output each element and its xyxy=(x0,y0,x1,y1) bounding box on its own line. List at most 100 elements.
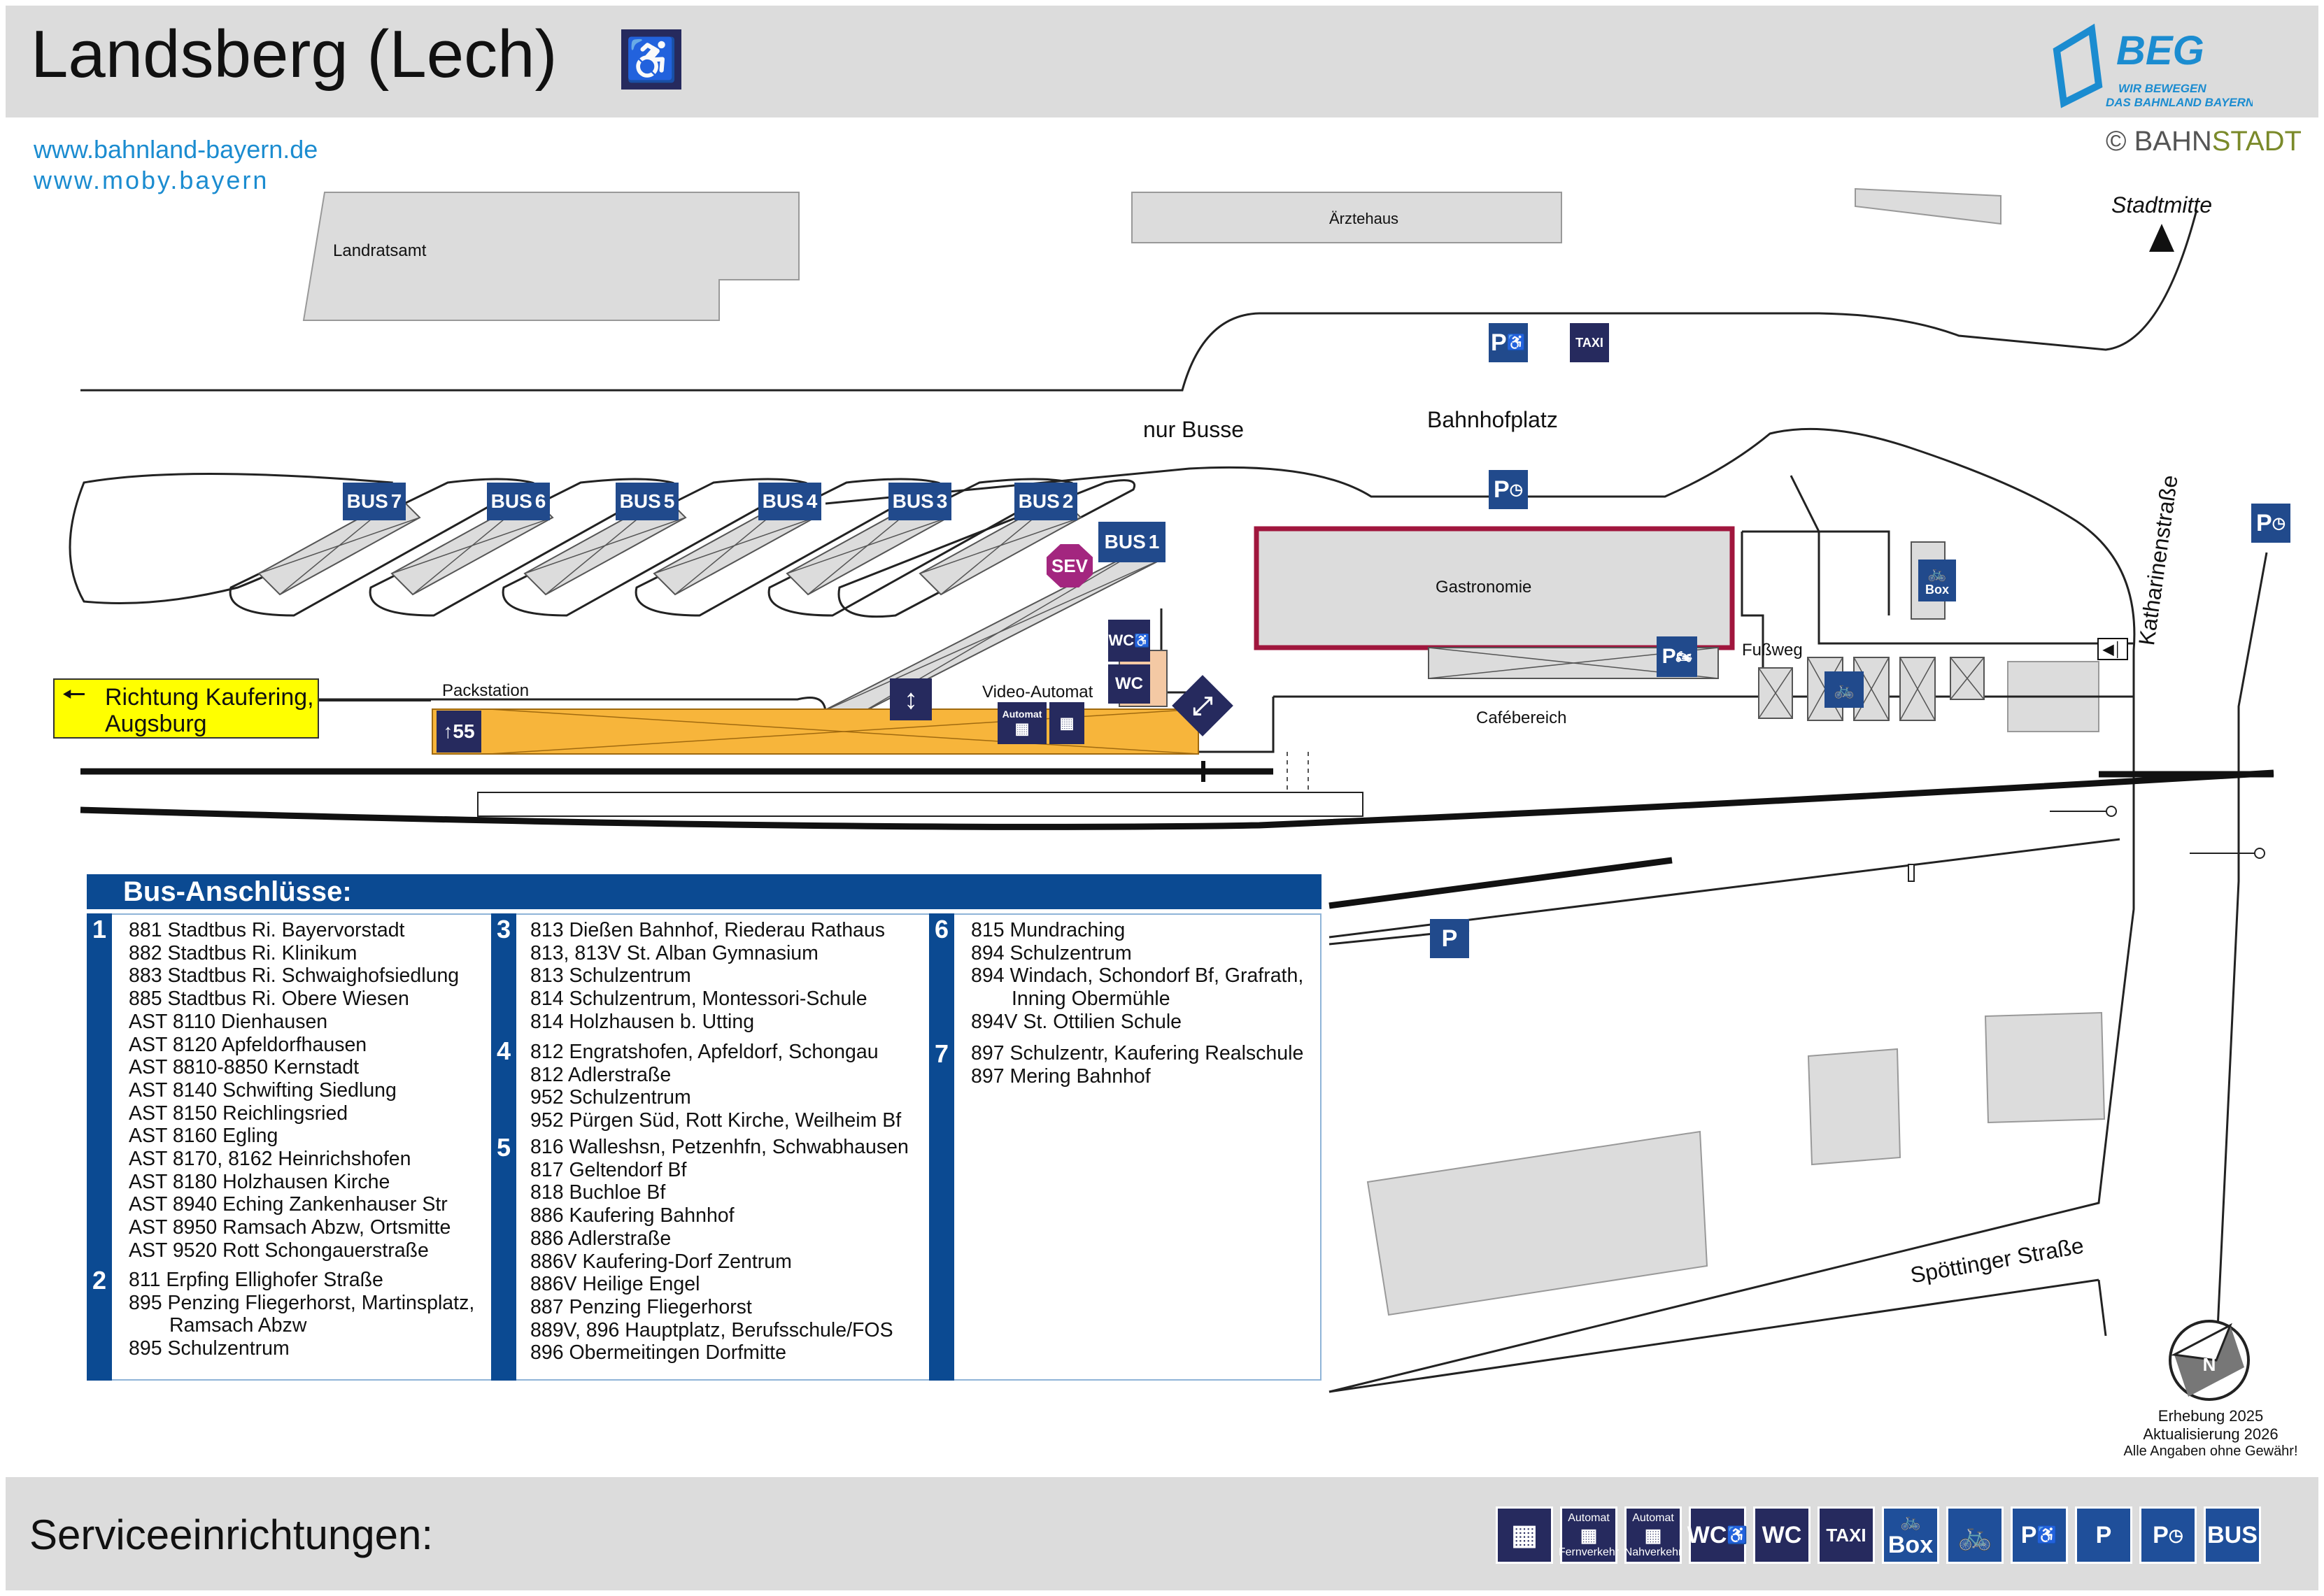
parking-icon: P xyxy=(2075,1506,2132,1564)
bus-bays xyxy=(69,473,1136,618)
bus-line-entry: AST 8140 Schwifting Siedlung xyxy=(129,1078,397,1102)
building-east-south xyxy=(1984,1011,2106,1124)
landratsamt-building xyxy=(302,192,800,321)
direction-line-1: Richtung Kaufering, xyxy=(105,684,314,711)
ticket-machine-fernverkehr-icon: Automat▦Fernverkehr xyxy=(1559,1506,1619,1564)
bus-line-entry: AST 8160 Egling xyxy=(129,1125,278,1148)
link-moby[interactable]: www.moby.bayern xyxy=(34,166,269,194)
label-landratsamt: Landratsamt xyxy=(333,241,427,260)
bus-line-entry: 813 Schulzentrum xyxy=(530,964,691,988)
ticket-machine-icon: ▦ xyxy=(1496,1506,1553,1564)
group-number-3: 3 xyxy=(496,915,511,943)
group-column-2 xyxy=(491,913,516,1381)
bus-line-entry: 814 Holzhausen b. Utting xyxy=(530,1010,755,1033)
link-bahnland[interactable]: www.bahnland-bayern.de xyxy=(34,135,318,164)
elevator-icon: ↕ xyxy=(890,678,932,720)
bus-line-entry: 816 Walleshsn, Petzenhfn, Schwabhausen xyxy=(530,1136,909,1158)
bike-box-map-icon: 🚲Box xyxy=(1918,560,1956,601)
video-ticket-machine-icon: Automat▦ xyxy=(998,702,1047,744)
copyright-symbol: © xyxy=(2106,126,2127,157)
beg-logo: BEG WIR BEWEGEN DAS BAHNLAND BAYERN xyxy=(2053,23,2253,109)
bus-line-entry: 886V Kaufering-Dorf Zentrum xyxy=(530,1250,792,1273)
bus-line-entry: 886 Adlerstraße xyxy=(530,1227,672,1250)
wc-map-icon: WC xyxy=(1108,664,1150,704)
platform-south xyxy=(477,792,1363,817)
bus-line-entry: 894 Windach, Schondorf Bf, Grafrath, xyxy=(971,964,1304,988)
group-number-7: 7 xyxy=(934,1039,949,1068)
track-long xyxy=(80,769,2274,830)
track-south xyxy=(1328,857,1673,909)
service-title: Serviceeinrichtungen: xyxy=(29,1511,434,1558)
road-busloop xyxy=(825,427,2136,1393)
bus-line-entry: 815 Mundraching xyxy=(971,919,1126,941)
label-video-automat: Video-Automat xyxy=(982,683,1093,701)
direction-line-2: Augsburg xyxy=(105,711,207,737)
bus-line-entry: 887 Penzing Fliegerhorst xyxy=(530,1295,752,1318)
copyright-stadt: STADT xyxy=(2211,126,2302,157)
bus-line-entry: AST 8940 Eching Zankenhauser Str xyxy=(129,1193,448,1216)
bike-parking-map-icon: 🚲 xyxy=(1825,671,1864,708)
disclaimer: Alle Angaben ohne Gewähr! xyxy=(2123,1444,2298,1459)
building-mid-south xyxy=(1807,1048,1901,1166)
bus-line-entry: 895 Schulzentrum xyxy=(129,1337,290,1360)
taxi-icon: TAXI xyxy=(1570,323,1609,362)
bus-line-entry: 813 Dießen Bahnhof, Riederau Rathaus xyxy=(530,919,886,941)
group-column-3 xyxy=(929,913,954,1381)
bus-line-entry: AST 8120 Apfeldorfhausen xyxy=(129,1033,367,1056)
ticket-machine-nahverkehr-icon: Automat▦Nahverkehr xyxy=(1624,1506,1682,1564)
accessible-wc-map-icon: WC♿ xyxy=(1108,620,1150,662)
bus-line-entry: 897 Schulzentr, Kaufering Realschule xyxy=(971,1042,1304,1064)
group-number-4: 4 xyxy=(496,1036,511,1065)
bus-line-entry: 812 Adlerstraße xyxy=(530,1063,672,1086)
label-cafebereich: Cafébereich xyxy=(1476,708,1567,727)
direction-sign: 🠔 Richtung Kaufering, Augsburg xyxy=(53,678,319,739)
road-bottom-stub xyxy=(2097,1279,2107,1337)
bus-line-entry: 894 Schulzentrum xyxy=(971,941,1132,964)
logo-tagline-2: DAS BAHNLAND BAYERN xyxy=(2106,96,2253,109)
bus-line-entry: 881 Stadtbus Ri. Bayervorstadt xyxy=(129,919,405,941)
north-arrow xyxy=(2169,1320,2250,1401)
label-packstation: Packstation xyxy=(442,681,530,700)
bus-line-entry: AST 8810-8850 Kernstadt xyxy=(129,1056,360,1079)
bus-icon: BUS xyxy=(2204,1506,2261,1564)
bus-line-entry: 812 Engratshofen, Apfeldorf, Schongau xyxy=(530,1041,879,1063)
building-top-right xyxy=(1855,187,2001,225)
group-number-6: 6 xyxy=(934,915,949,943)
accessible-wc-icon: WC♿ xyxy=(1687,1506,1748,1564)
label-aerztehaus: Ärztehaus xyxy=(1329,210,1399,227)
bus-connections-title: Bus-Anschlüsse: xyxy=(87,874,1322,909)
bus-line-entry: 818 Buchloe Bf xyxy=(530,1181,666,1204)
group-column-1 xyxy=(87,913,112,1381)
bus-line-entry: 886V Heilige Engel xyxy=(530,1273,700,1296)
bus-line-entry: AST 8170, 8162 Heinrichshofen xyxy=(129,1148,411,1171)
bus-line-entry: AST 8110 Dienhausen xyxy=(129,1010,328,1033)
short-term-parking-icon: P◷ xyxy=(2139,1506,2197,1564)
bus-line-entry: 952 Pürgen Süd, Rott Kirche, Weilheim Bf xyxy=(530,1109,902,1132)
label-stadtmitte: Stadtmitte xyxy=(2111,192,2213,218)
bus-line-entry: 814 Schulzentrum, Montessori-Schule xyxy=(530,988,867,1011)
parking-south-icon: P xyxy=(1430,919,1469,958)
survey-note: Erhebung 2025 Aktualisierung 2026 Alle A… xyxy=(2106,1407,2316,1460)
group-number-1: 1 xyxy=(92,915,107,943)
bus-line-entry: AST 9520 Rott Schongauerstraße xyxy=(129,1239,429,1262)
motorbike-parking-icon: P🏍 xyxy=(1657,636,1697,677)
bus-line-entry: 883 Stadtbus Ri. Schwaighofsiedlung xyxy=(129,964,460,988)
copyright: © BAHNSTADT xyxy=(2106,126,2302,157)
bus-connections-panel: Bus-Anschlüsse: 1 881 Stadtbus Ri. Bayer… xyxy=(87,874,1322,1381)
bus-line-entry: 896 Obermeitingen Dorfmitte xyxy=(530,1341,786,1365)
bike-box-icon: 🚲Box xyxy=(1882,1506,1939,1564)
ticket-machine-map-icon: ▦ xyxy=(1049,702,1084,744)
web-links: www.bahnland-bayern.de www.moby.bayern xyxy=(34,134,318,196)
bus-line-entry: AST 8950 Ramsach Abzw, Ortsmitte xyxy=(129,1216,451,1239)
bus-line-entry: 817 Geltendorf Bf xyxy=(530,1158,687,1181)
label-bahnhofplatz: Bahnhofplatz xyxy=(1427,407,1558,432)
pedestrian-crossing-icon: ◀│ xyxy=(2097,638,2128,660)
arrow-left-icon: 🠔 xyxy=(62,679,86,710)
